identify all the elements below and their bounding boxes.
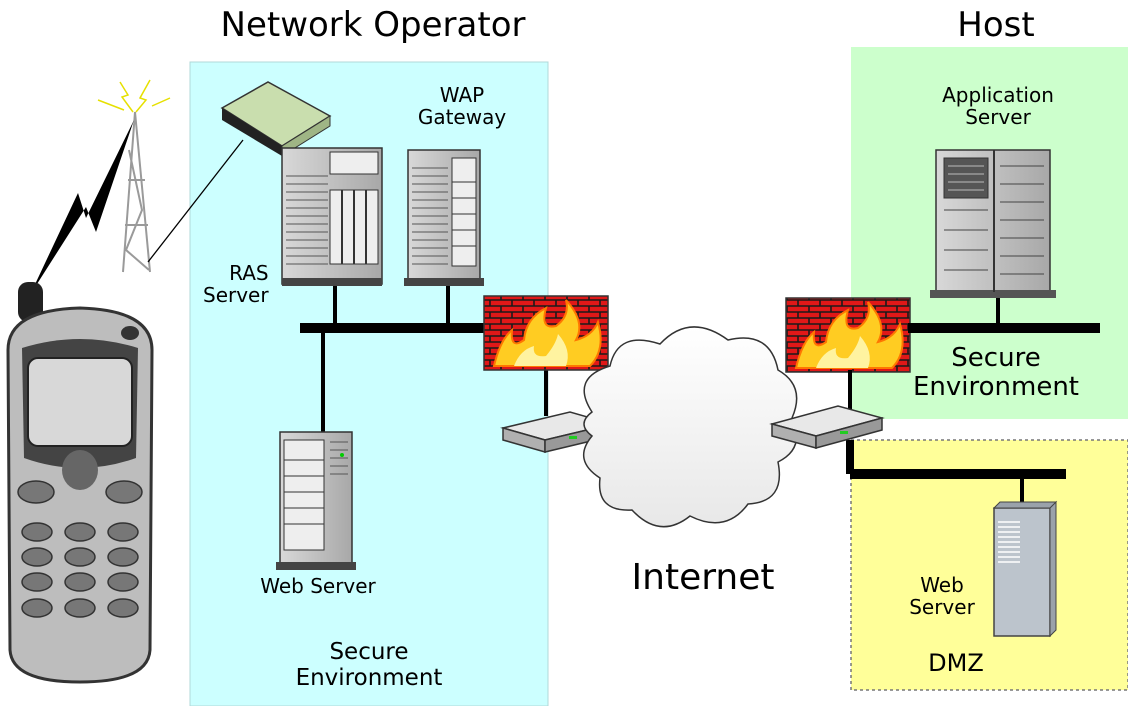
wap-gateway-label: WAP Gateway [417,83,507,130]
radio-tower-icon [97,79,171,273]
ras-server-icon [281,147,383,286]
dmz-web-server-label: Web Server [909,573,975,620]
wireless-bolt-icon [30,120,134,295]
operator-lan [300,285,548,432]
modem-line [147,139,244,263]
operator-web-server-label: Web Server [260,574,376,598]
host-firewall-icon [785,297,911,373]
wap-gateway-server-icon [404,149,484,286]
host-secure-env-label: Secure Environment [912,343,1080,403]
host-router-icon [769,405,885,449]
operator-web-server-icon [276,431,356,570]
application-server-icon [930,149,1056,298]
mobile-phone-icon [6,282,154,684]
internet-cloud-icon [583,326,798,528]
network-operator-title: Network Operator [220,5,526,45]
internet-label: Internet [631,557,775,598]
operator-firewall-icon [483,295,609,371]
application-server-label: Application Server [942,83,1054,130]
dmz-web-server-icon [992,500,1058,638]
operator-secure-env-label: Secure Environment [295,639,443,691]
modem-icon [220,81,332,157]
dmz-zone [850,439,1128,691]
ras-server-label: RAS Server [203,261,269,308]
host-title: Host [957,5,1035,45]
dmz-label: DMZ [928,649,984,677]
